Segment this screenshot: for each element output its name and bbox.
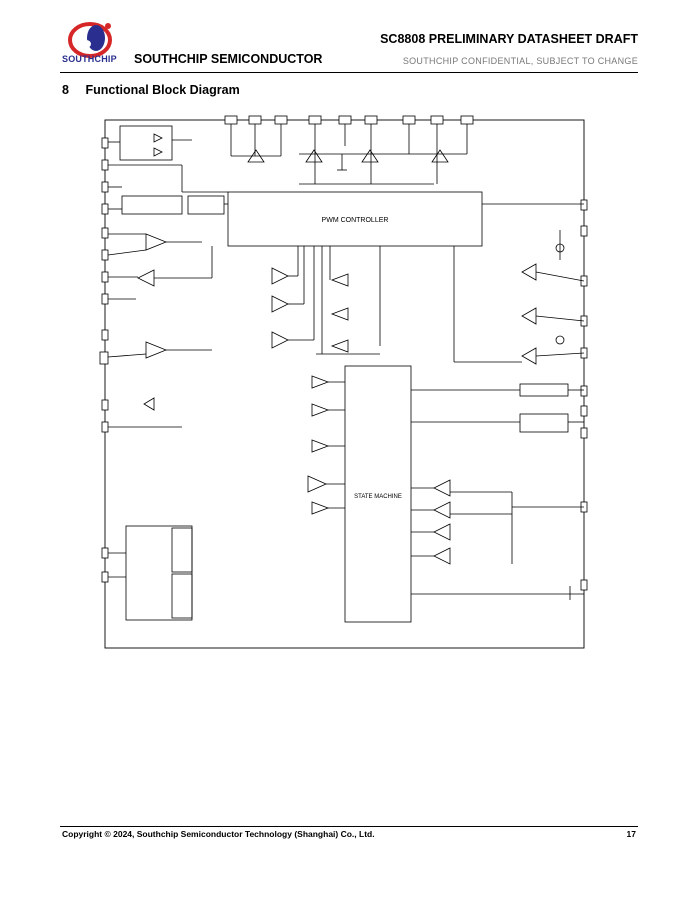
pwm-controller-label: PWM CONTROLLER [322, 217, 389, 224]
section-number: 8 [62, 83, 69, 97]
functional-block-diagram: PWM CONTROLLER STATE MACHINE [99, 115, 588, 649]
footer-divider [60, 826, 638, 827]
logo-wordmark: SOUTHCHIP [62, 54, 117, 64]
section-heading: 8 Functional Block Diagram [62, 83, 240, 97]
header-divider [60, 72, 638, 73]
document-title: SC8808 PRELIMINARY DATASHEET DRAFT [380, 32, 638, 46]
section-title: Functional Block Diagram [85, 83, 240, 97]
confidential-notice: SOUTHCHIP CONFIDENTIAL, SUBJECT TO CHANG… [402, 56, 638, 66]
southchip-logo [68, 22, 112, 58]
state-machine-label: STATE MACHINE [354, 494, 402, 500]
company-name: SOUTHCHIP SEMICONDUCTOR [134, 52, 323, 66]
copyright-notice: Copyright © 2024, Southchip Semiconducto… [62, 829, 375, 839]
page-number: 17 [626, 829, 636, 839]
